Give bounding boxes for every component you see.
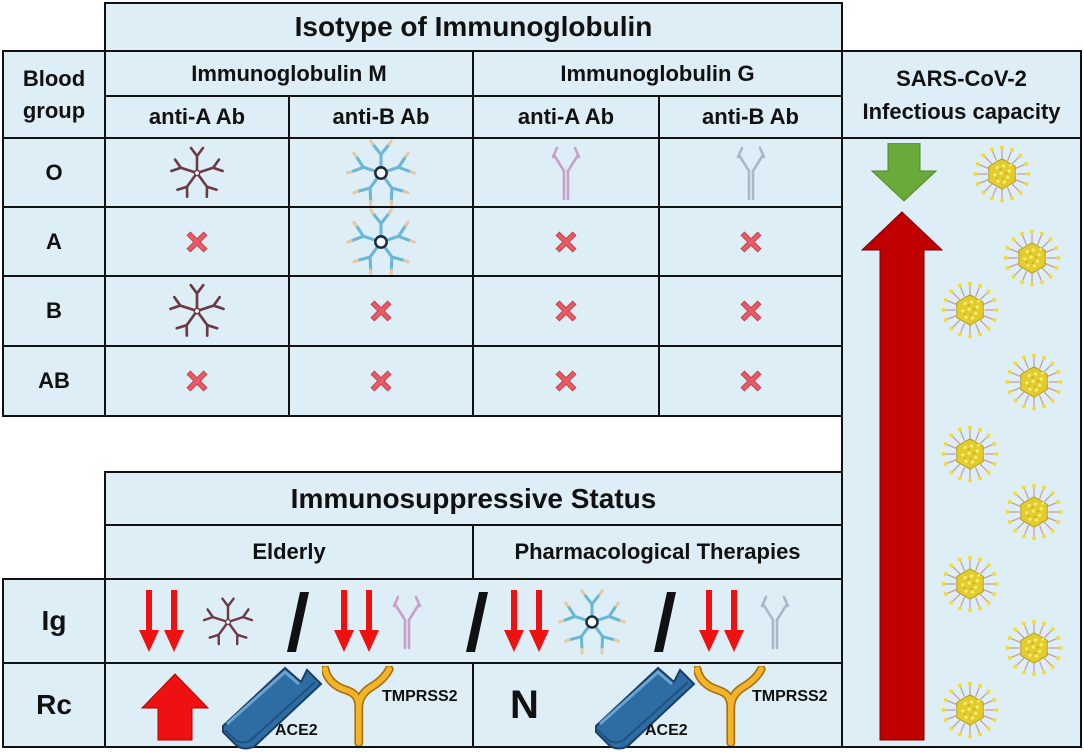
virus-icon bbox=[938, 552, 1002, 616]
ace2-label: ACE2 bbox=[275, 722, 318, 739]
blood-group-o: O bbox=[2, 137, 106, 208]
cell-b-igg-anti-a bbox=[472, 275, 660, 347]
tmprss2-protease-icon bbox=[694, 666, 766, 746]
igm-pentamer-icon bbox=[166, 280, 228, 342]
virus-icon bbox=[970, 142, 1034, 206]
igg-header: Immunoglobulin G bbox=[472, 50, 843, 97]
cell-b-igm-anti-a bbox=[104, 275, 290, 347]
subheader-igm-anti-a: anti-A Ab bbox=[104, 95, 290, 139]
subheader-igm-anti-b: anti-B Ab bbox=[288, 95, 474, 139]
absent-cross-icon bbox=[740, 300, 762, 322]
ig-row-label: Ig bbox=[2, 578, 106, 664]
igg-antibody-icon bbox=[736, 145, 766, 201]
igg-antibody-icon bbox=[760, 594, 790, 650]
absent-cross-icon bbox=[186, 231, 208, 253]
absent-cross-icon bbox=[740, 370, 762, 392]
virus-icon bbox=[1002, 616, 1066, 680]
cell-o-igm-anti-a bbox=[104, 137, 290, 208]
cell-o-igg-anti-b bbox=[658, 137, 843, 208]
green-down-arrow-icon bbox=[870, 143, 938, 202]
blood-group-ab: AB bbox=[2, 345, 106, 417]
double-down-arrow-icon bbox=[503, 590, 553, 654]
absent-cross-icon bbox=[555, 231, 577, 253]
cell-ab-igg-anti-a bbox=[472, 345, 660, 417]
igm-pentamer-icon bbox=[558, 588, 626, 656]
cell-ab-igg-anti-b bbox=[658, 345, 843, 417]
cell-ab-igm-anti-b bbox=[288, 345, 474, 417]
rc-row-label: Rc bbox=[2, 662, 106, 748]
tmprss2-label: TMPRSS2 bbox=[752, 688, 828, 705]
double-down-arrow-icon bbox=[138, 590, 188, 654]
immunosuppressive-status-title: Immunosuppressive Status bbox=[104, 471, 843, 526]
blood-group-a: A bbox=[2, 206, 106, 277]
virus-icon bbox=[938, 678, 1002, 742]
normal-level-indicator: N bbox=[510, 683, 539, 727]
sars-panel-title: SARS-CoV-2 Infectious capacity bbox=[841, 50, 1082, 139]
igm-pentamer-icon bbox=[346, 207, 416, 277]
virus-icon bbox=[1002, 350, 1066, 414]
red-up-arrow-icon bbox=[140, 673, 210, 741]
cell-a-igm-anti-b bbox=[288, 206, 474, 277]
igm-pentamer-icon bbox=[200, 594, 256, 650]
subheader-igg-anti-a: anti-A Ab bbox=[472, 95, 660, 139]
tmprss2-label: TMPRSS2 bbox=[382, 688, 458, 705]
igm-pentamer-icon bbox=[346, 138, 416, 208]
absent-cross-icon bbox=[186, 370, 208, 392]
virus-icon bbox=[1002, 480, 1066, 544]
cell-a-igm-anti-a bbox=[104, 206, 290, 277]
absent-cross-icon bbox=[370, 300, 392, 322]
igg-antibody-icon bbox=[551, 145, 581, 201]
absent-cross-icon bbox=[555, 370, 577, 392]
slash-separator-icon bbox=[654, 592, 676, 652]
cell-ab-igm-anti-a bbox=[104, 345, 290, 417]
ace2-label: ACE2 bbox=[645, 722, 688, 739]
absent-cross-icon bbox=[370, 370, 392, 392]
blood-group-b: B bbox=[2, 275, 106, 347]
slash-separator-icon bbox=[466, 592, 488, 652]
cell-b-igg-anti-b bbox=[658, 275, 843, 347]
igg-antibody-icon bbox=[392, 594, 422, 650]
absent-cross-icon bbox=[555, 300, 577, 322]
dark-red-up-arrow-icon bbox=[860, 211, 944, 741]
virus-icon bbox=[938, 422, 1002, 486]
igm-header: Immunoglobulin M bbox=[104, 50, 474, 97]
elderly-header: Elderly bbox=[104, 524, 474, 580]
top-table-title: Isotype of Immunoglobulin bbox=[104, 2, 843, 52]
pharmacological-therapies-header: Pharmacological Therapies bbox=[472, 524, 843, 580]
double-down-arrow-icon bbox=[698, 590, 748, 654]
cell-b-igm-anti-b bbox=[288, 275, 474, 347]
cell-o-igg-anti-a bbox=[472, 137, 660, 208]
virus-icon bbox=[938, 278, 1002, 342]
double-down-arrow-icon bbox=[333, 590, 383, 654]
subheader-igg-anti-b: anti-B Ab bbox=[658, 95, 843, 139]
cell-o-igm-anti-b bbox=[288, 137, 474, 208]
igm-pentamer-icon bbox=[167, 143, 227, 203]
blood-group-header: Blood group bbox=[2, 50, 106, 139]
cell-a-igg-anti-a bbox=[472, 206, 660, 277]
slash-separator-icon bbox=[287, 592, 309, 652]
virus-icon bbox=[1000, 226, 1064, 290]
tmprss2-protease-icon bbox=[322, 666, 394, 746]
cell-a-igg-anti-b bbox=[658, 206, 843, 277]
absent-cross-icon bbox=[740, 231, 762, 253]
